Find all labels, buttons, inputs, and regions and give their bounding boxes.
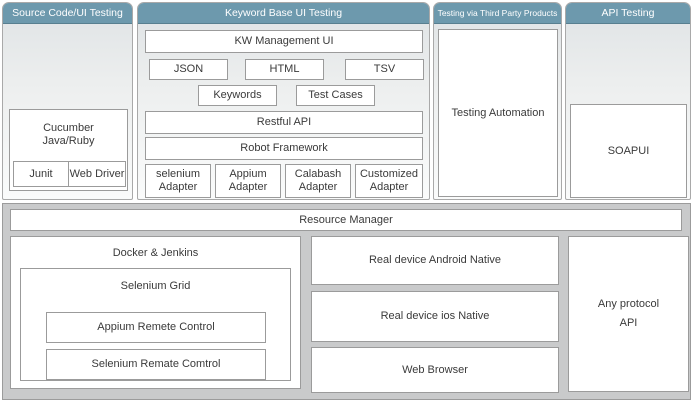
box-junit: Junit [13,161,69,187]
column-source-code-ui-testing: Source Code/UI Testing Cucumber Java/Rub… [2,2,133,200]
box-tsv: TSV [345,59,424,80]
box-kw-management-ui: KW Management UI [145,30,423,53]
box-test-cases: Test Cases [296,85,375,106]
box-appium-adapter: Appium Adapter [215,164,281,198]
box-web-browser: Web Browser [311,347,559,393]
box-cucumber-label: Cucumber Java/Ruby [42,122,95,147]
box-selenium-grid: Selenium Grid Appium Remete Control Sele… [20,268,291,381]
box-restful-api: Restful API [145,111,423,134]
box-any-protocol-api: Any protocol API [568,236,689,392]
box-real-device-android: Real device Android Native [311,236,559,285]
box-real-device-ios: Real device ios Native [311,291,559,342]
box-resource-manager: Resource Manager [10,209,682,231]
column-api-testing: API Testing SOAPUI [565,2,691,200]
box-customized-adapter: Customized Adapter [355,164,423,198]
box-soapui: SOAPUI [570,104,687,198]
box-docker-jenkins: Docker & Jenkins Selenium Grid Appium Re… [10,236,301,389]
box-web-driver: Web Driver [68,161,126,187]
column-header-api-testing: API Testing [566,3,690,24]
any-protocol-label: Any protocol API [597,298,660,329]
column-keyword-base-ui-testing: Keyword Base UI Testing KW Management UI… [137,2,430,200]
column-third-party-testing: Testing via Third Party Products Testing… [433,2,562,200]
box-testing-automation: Testing Automation [438,29,558,197]
box-selenium-adapter: selenium Adapter [145,164,211,198]
docker-jenkins-label: Docker & Jenkins [112,247,199,259]
box-html: HTML [245,59,324,80]
box-json: JSON [149,59,228,80]
box-robot-framework: Robot Framework [145,137,423,160]
box-keywords: Keywords [198,85,277,106]
column-header-source-code: Source Code/UI Testing [3,3,132,24]
box-selenium-remote-control: Selenium Remate Comtrol [46,349,266,380]
box-appium-remote-control: Appium Remete Control [46,312,266,343]
selenium-grid-label: Selenium Grid [120,280,191,292]
column-header-third-party: Testing via Third Party Products [434,3,561,24]
bottom-infrastructure-section: Resource Manager Docker & Jenkins Seleni… [2,203,691,400]
box-calabash-adapter: Calabash Adapter [285,164,351,198]
column-header-keyword-base: Keyword Base UI Testing [138,3,429,24]
